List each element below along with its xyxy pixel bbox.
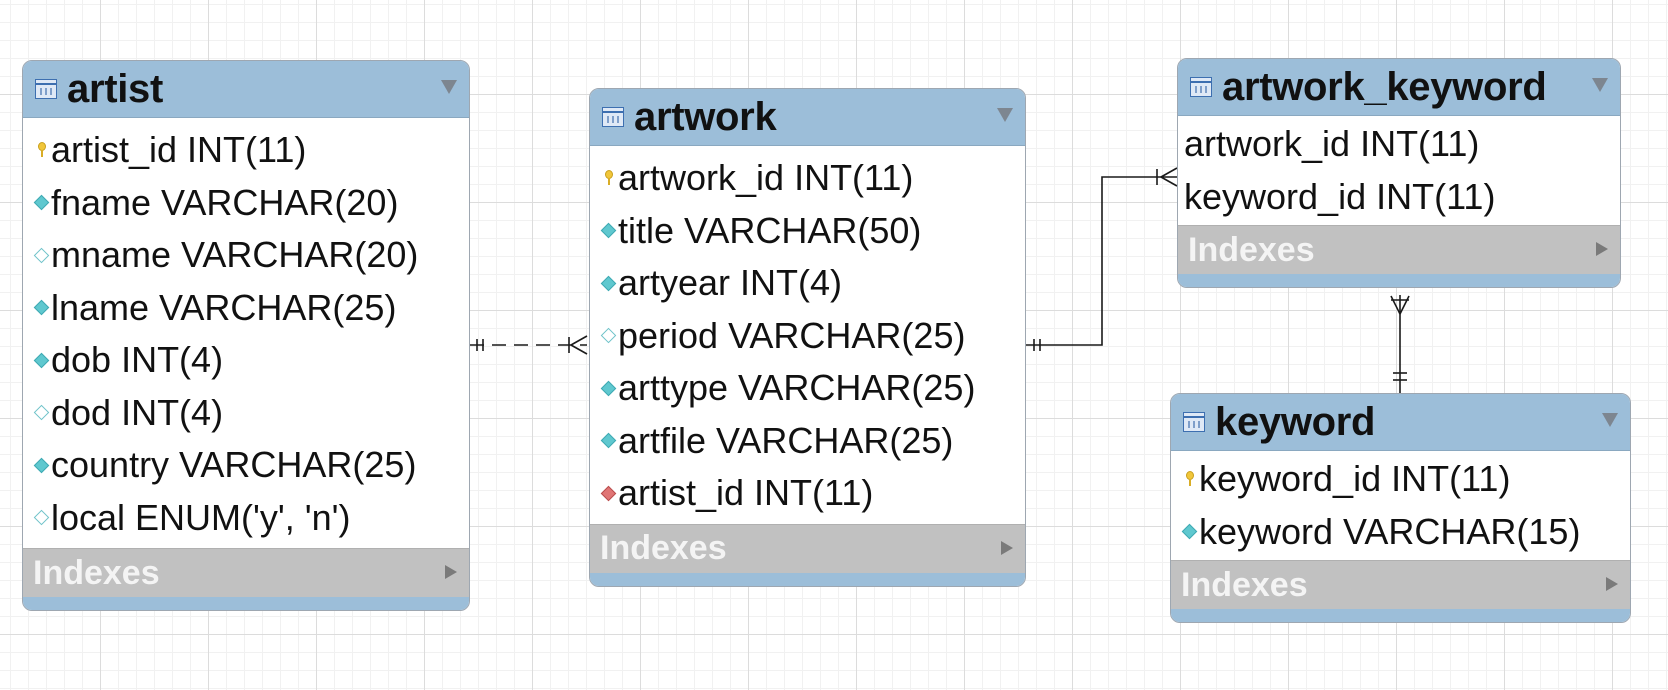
indexes-section[interactable]: Indexes <box>1178 225 1620 274</box>
indexes-label: Indexes <box>33 553 160 592</box>
column-row[interactable]: keyword VARCHAR(15) <box>1171 506 1630 559</box>
expand-arrow-icon[interactable] <box>1001 540 1013 555</box>
not-null-diamond-icon <box>600 380 616 397</box>
column-label: artwork_id INT(11) <box>1184 123 1480 165</box>
column-list: keyword_id INT(11) keyword VARCHAR(15) <box>1171 451 1630 560</box>
column-row[interactable]: period VARCHAR(25) <box>590 310 1025 363</box>
column-label: artyear INT(4) <box>618 262 843 304</box>
entity-title: artwork <box>634 94 777 139</box>
column-row[interactable]: artist_id INT(11) <box>23 124 469 177</box>
column-label: fname VARCHAR(20) <box>51 181 399 223</box>
dropdown-arrow-icon[interactable] <box>441 80 457 94</box>
column-row[interactable]: lname VARCHAR(25) <box>23 282 469 335</box>
entity-title: artist <box>67 66 164 111</box>
column-row[interactable]: artwork_id INT(11) <box>1178 118 1620 171</box>
column-label: local ENUM('y', 'n') <box>51 496 351 538</box>
table-icon <box>1183 412 1205 432</box>
entity-header[interactable]: artwork <box>590 89 1025 146</box>
dropdown-arrow-icon[interactable] <box>997 108 1013 122</box>
expand-arrow-icon[interactable] <box>1606 577 1618 591</box>
column-row[interactable]: dod INT(4) <box>23 387 469 440</box>
entity-title: artwork_keyword <box>1222 64 1547 109</box>
column-label: lname VARCHAR(25) <box>51 286 397 328</box>
primary-key-icon <box>1181 471 1197 487</box>
relationship-keyword-artwork-keyword[interactable] <box>1390 295 1410 393</box>
column-label: title VARCHAR(50) <box>618 209 922 251</box>
relationship-artwork-artwork-keyword[interactable] <box>1026 167 1178 351</box>
column-label: artfile VARCHAR(25) <box>618 419 954 461</box>
not-null-diamond-icon <box>600 432 616 449</box>
entity-artwork-keyword[interactable]: artwork_keyword artwork_id INT(11) keywo… <box>1177 58 1621 288</box>
column-label: mname VARCHAR(20) <box>51 234 419 276</box>
expand-arrow-icon[interactable] <box>445 565 457 579</box>
entity-header[interactable]: artist <box>23 61 469 118</box>
column-row[interactable]: keyword_id INT(11) <box>1178 171 1620 224</box>
column-label: keyword VARCHAR(15) <box>1199 510 1581 552</box>
not-null-diamond-icon <box>600 222 616 239</box>
indexes-label: Indexes <box>1181 565 1308 604</box>
column-row[interactable]: arttype VARCHAR(25) <box>590 362 1025 415</box>
indexes-section[interactable]: Indexes <box>1171 560 1630 609</box>
column-row[interactable]: artwork_id INT(11) <box>590 152 1025 205</box>
entity-title: keyword <box>1215 399 1376 444</box>
column-label: dob INT(4) <box>51 339 224 381</box>
column-row[interactable]: local ENUM('y', 'n') <box>23 492 469 545</box>
entity-header[interactable]: keyword <box>1171 394 1630 451</box>
entity-keyword[interactable]: keyword keyword_id INT(11) keyword VARCH… <box>1170 393 1631 623</box>
not-null-diamond-icon <box>33 299 49 316</box>
not-null-diamond-icon <box>33 194 49 211</box>
column-label: keyword_id INT(11) <box>1184 175 1496 217</box>
column-label: country VARCHAR(25) <box>51 444 417 486</box>
column-list: artist_id INT(11) fname VARCHAR(20) mnam… <box>23 118 469 548</box>
column-row[interactable]: keyword_id INT(11) <box>1171 453 1630 506</box>
foreign-key-diamond-icon <box>600 485 616 502</box>
column-label: arttype VARCHAR(25) <box>618 367 976 409</box>
column-row[interactable]: artfile VARCHAR(25) <box>590 415 1025 468</box>
entity-header[interactable]: artwork_keyword <box>1178 59 1620 116</box>
nullable-diamond-icon <box>33 404 49 421</box>
table-icon <box>1190 77 1212 97</box>
primary-key-icon <box>600 170 616 186</box>
not-null-diamond-icon <box>33 457 49 474</box>
column-label: dod INT(4) <box>51 391 224 433</box>
column-label: period VARCHAR(25) <box>618 314 966 356</box>
column-list: artwork_id INT(11) title VARCHAR(50) art… <box>590 146 1025 524</box>
dropdown-arrow-icon[interactable] <box>1602 413 1618 427</box>
column-label: artist_id INT(11) <box>51 129 307 171</box>
indexes-section[interactable]: Indexes <box>590 523 1025 573</box>
column-row[interactable]: dob INT(4) <box>23 334 469 387</box>
not-null-diamond-icon <box>33 352 49 369</box>
entity-footer <box>23 597 469 610</box>
expand-arrow-icon[interactable] <box>1596 242 1608 256</box>
column-row[interactable]: artist_id INT(11) <box>590 467 1025 520</box>
indexes-label: Indexes <box>600 529 727 567</box>
column-label: artwork_id INT(11) <box>618 157 914 199</box>
indexes-label: Indexes <box>1188 230 1315 269</box>
not-null-diamond-icon <box>600 275 616 292</box>
column-row[interactable]: fname VARCHAR(20) <box>23 177 469 230</box>
column-row[interactable]: artyear INT(4) <box>590 257 1025 310</box>
indexes-section[interactable]: Indexes <box>23 548 469 597</box>
entity-artwork[interactable]: artwork artwork_id INT(11) title VARCHAR… <box>589 88 1026 587</box>
column-label: artist_id INT(11) <box>618 472 874 514</box>
not-null-diamond-icon <box>1181 523 1197 540</box>
entity-artist[interactable]: artist artist_id INT(11) fname VARCHAR(2… <box>22 60 470 611</box>
entity-footer <box>1171 609 1630 622</box>
table-icon <box>35 79 57 99</box>
nullable-diamond-icon <box>600 327 616 344</box>
column-row[interactable]: title VARCHAR(50) <box>590 205 1025 258</box>
column-row[interactable]: mname VARCHAR(20) <box>23 229 469 282</box>
column-list: artwork_id INT(11) keyword_id INT(11) <box>1178 116 1620 225</box>
relationship-artist-artwork[interactable] <box>470 335 588 355</box>
entity-footer <box>1178 274 1620 287</box>
entity-footer <box>590 572 1025 586</box>
nullable-diamond-icon <box>33 509 49 526</box>
primary-key-icon <box>33 142 49 158</box>
table-icon <box>602 107 624 127</box>
nullable-diamond-icon <box>33 247 49 264</box>
column-row[interactable]: country VARCHAR(25) <box>23 439 469 492</box>
column-label: keyword_id INT(11) <box>1199 458 1511 500</box>
dropdown-arrow-icon[interactable] <box>1592 78 1608 92</box>
